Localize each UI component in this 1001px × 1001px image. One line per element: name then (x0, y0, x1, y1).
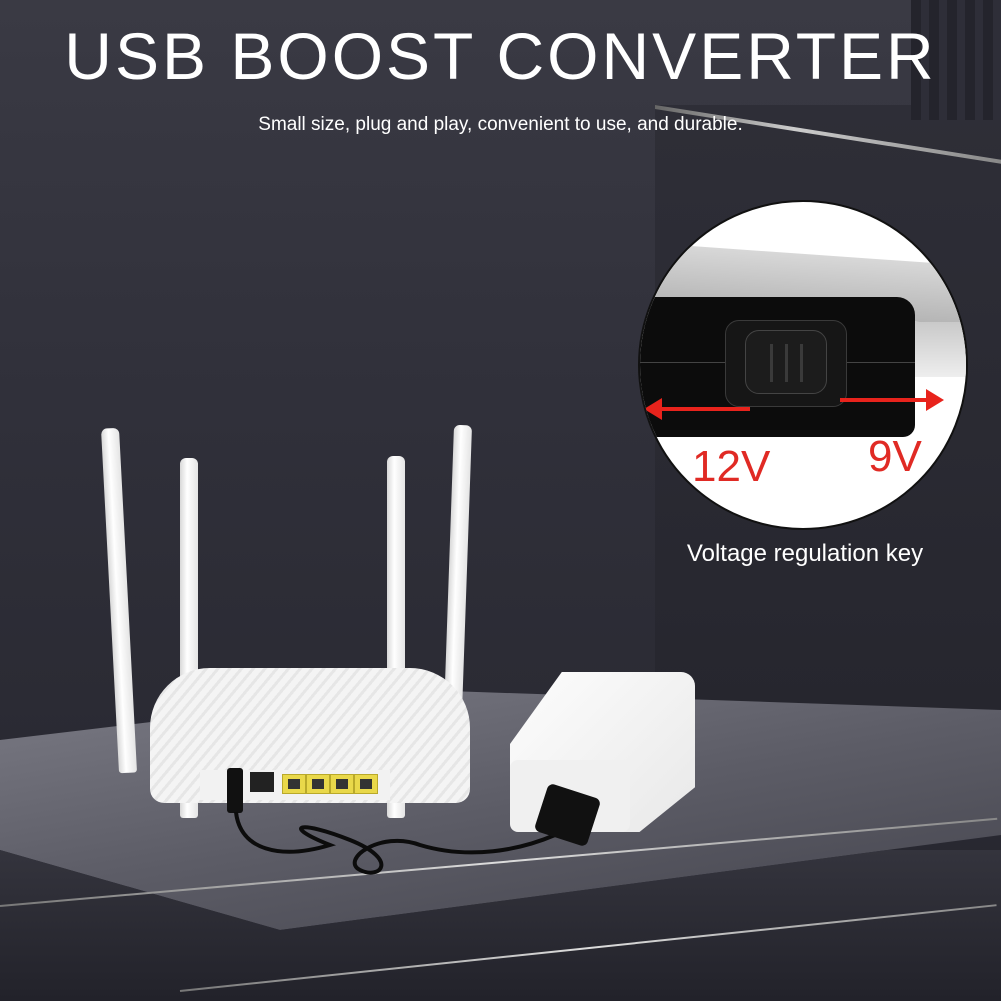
arrow-left-icon (644, 398, 750, 420)
switch-grip (785, 344, 788, 382)
lan-port (306, 774, 330, 794)
wan-port (250, 772, 274, 792)
switch-grip (770, 344, 773, 382)
dc-power-plug (227, 768, 243, 813)
lan-port (282, 774, 306, 794)
lan-port (330, 774, 354, 794)
arrow-right-icon (840, 389, 944, 411)
lan-port (354, 774, 378, 794)
detail-zoom-circle: 12V 9V (638, 200, 968, 530)
background-stripes (911, 0, 1001, 120)
detail-caption: Voltage regulation key (686, 540, 924, 567)
page-subtitle: Small size, plug and play, convenient to… (258, 114, 743, 135)
label-12v: 12V (692, 442, 771, 491)
switch-grip (800, 344, 803, 382)
label-9v: 9V (868, 432, 922, 481)
usb-plug (915, 322, 966, 377)
page-title: USB BOOST CONVERTER (64, 19, 937, 93)
